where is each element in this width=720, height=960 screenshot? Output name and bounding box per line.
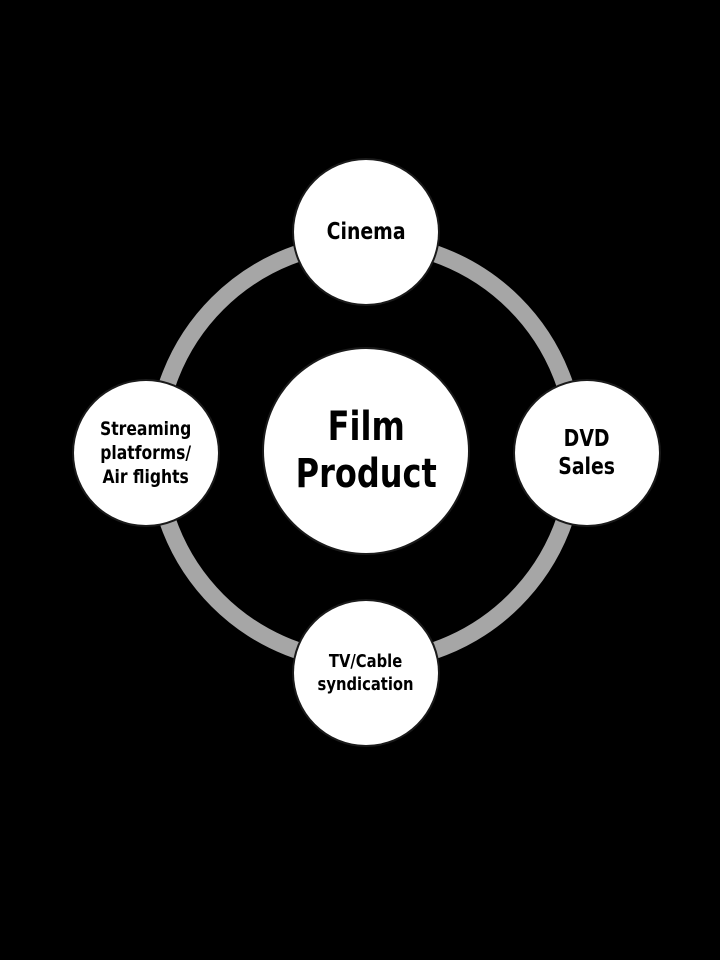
center-node-film-product: Film Product	[264, 349, 468, 553]
node-dvd-sales: DVD Sales	[515, 381, 659, 525]
node-cinema: Cinema	[294, 160, 438, 304]
center-node-label: Film Product	[295, 404, 437, 497]
node-streaming-label: Streaming platforms/ Air flights	[100, 418, 192, 488]
node-dvd-sales-label: DVD Sales	[558, 426, 616, 480]
node-tv-cable-label: TV/Cable syndication	[317, 651, 415, 695]
node-cinema-label: Cinema	[326, 218, 406, 245]
node-streaming-platforms: Streaming platforms/ Air flights	[74, 381, 218, 525]
node-tv-cable-syndication: TV/Cable syndication	[294, 601, 438, 745]
